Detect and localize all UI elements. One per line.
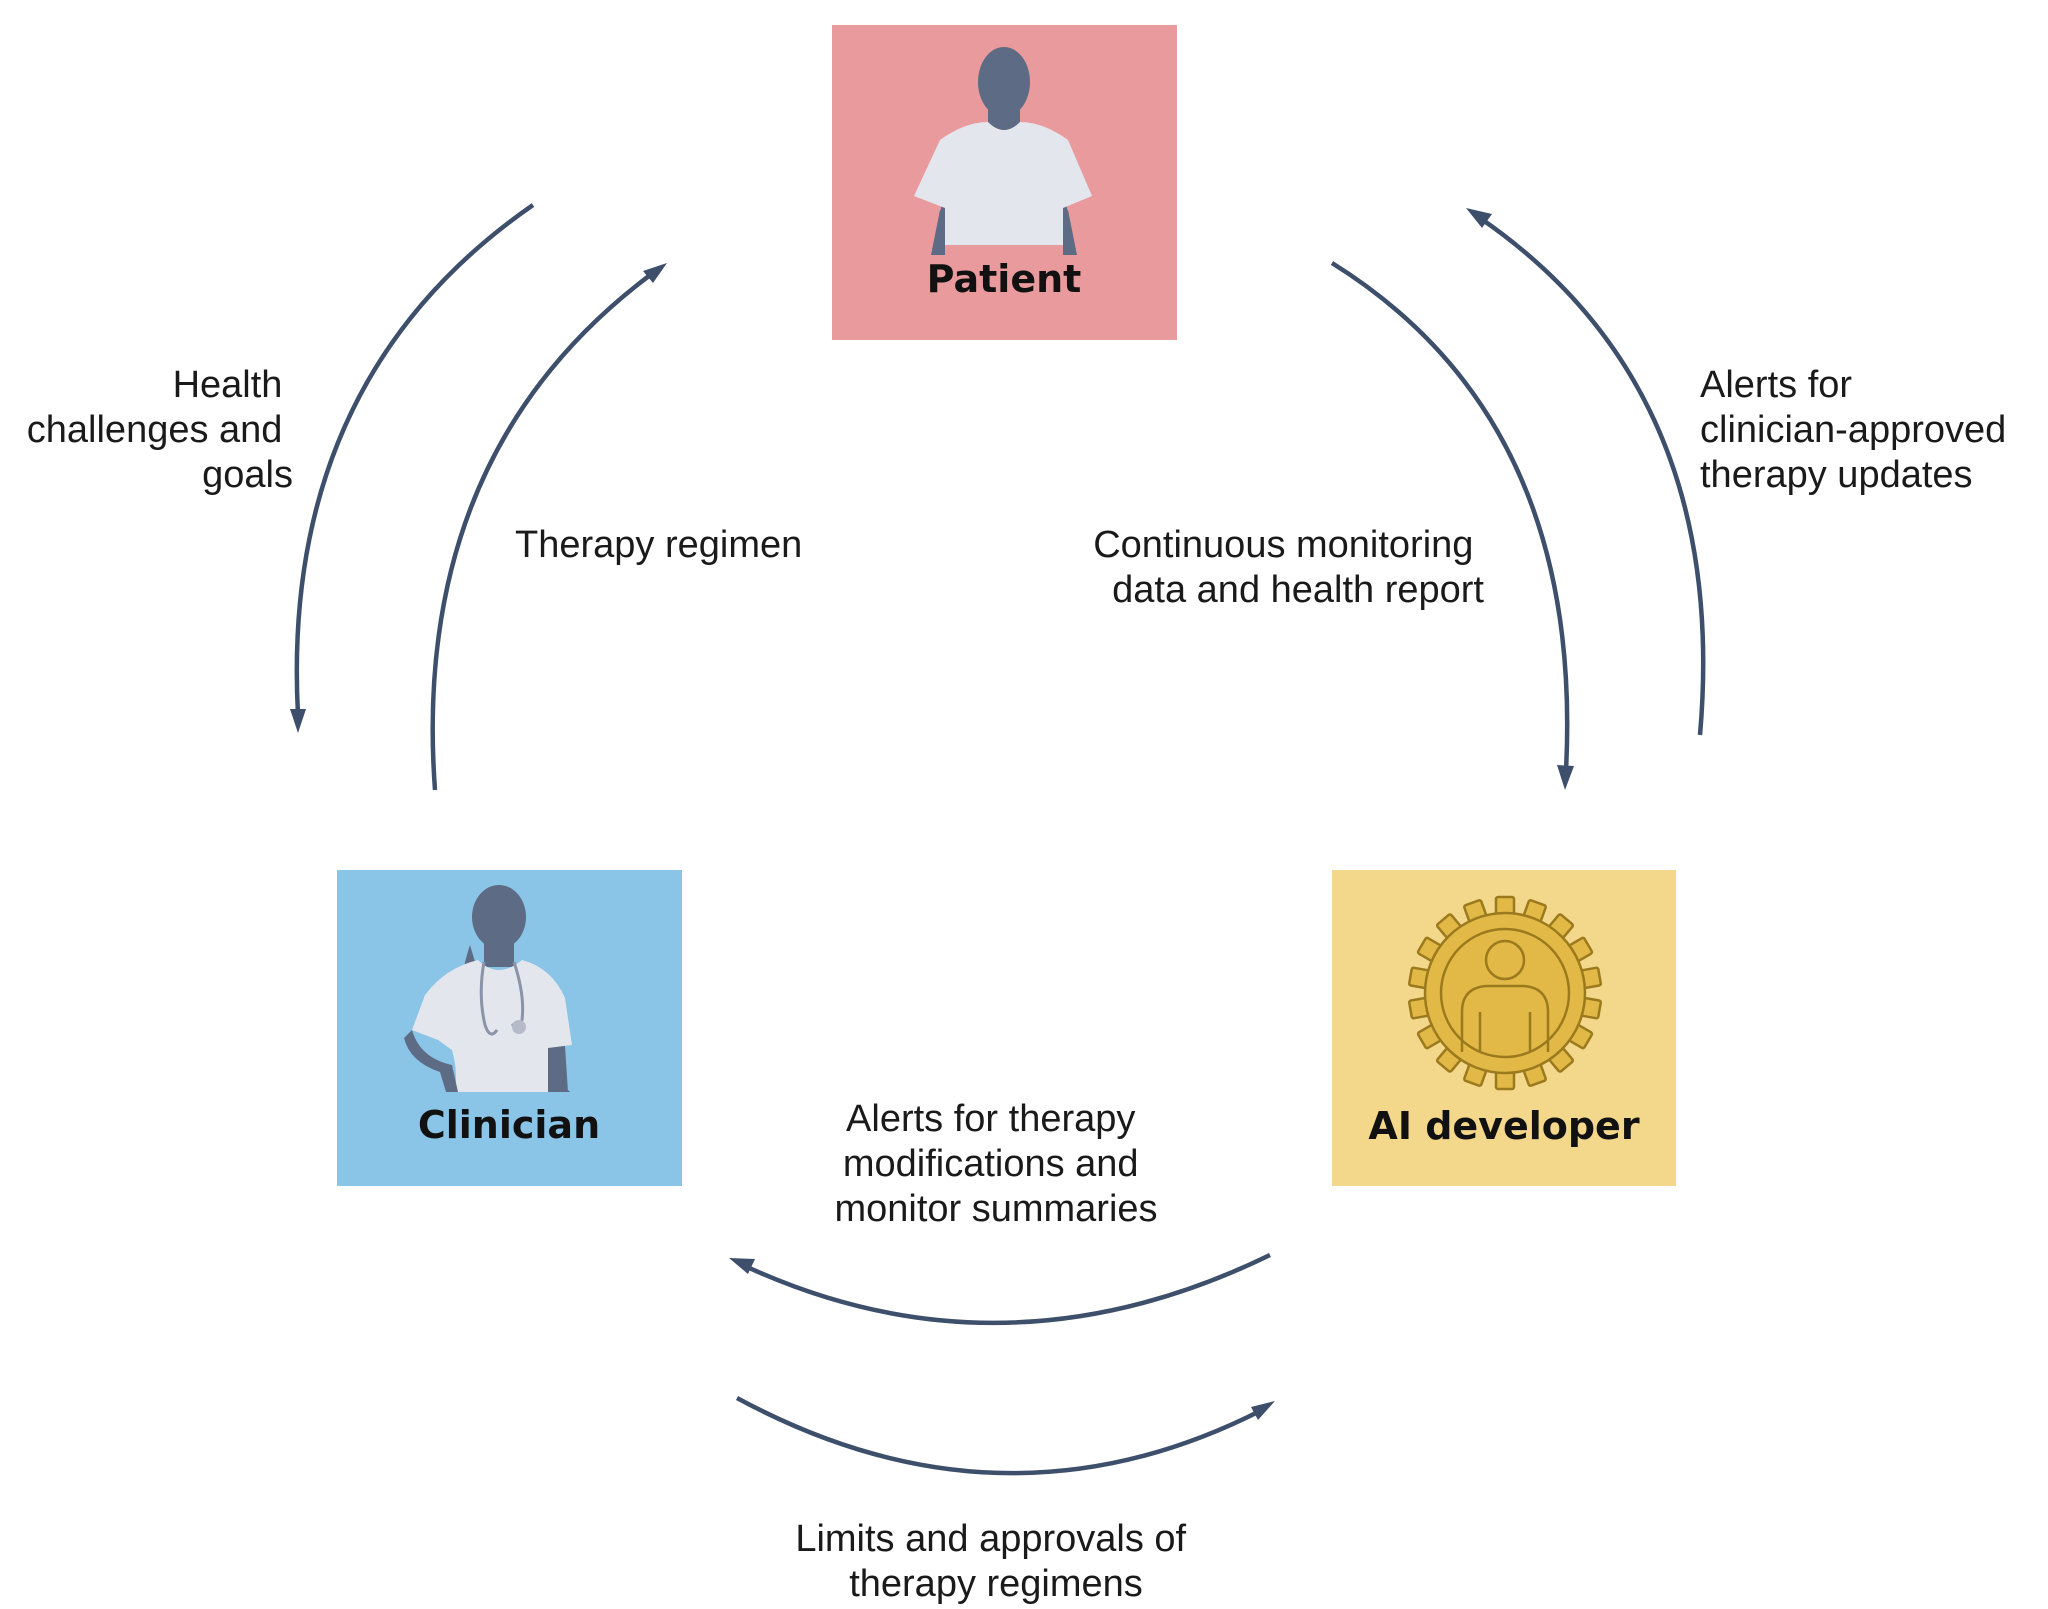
label-line: challenges and — [27, 409, 283, 451]
label-health-challenges-and-goals: Health challenges and goals — [27, 364, 293, 496]
label-therapy-regimen: Therapy regimen — [515, 524, 802, 566]
label-alerts-therapy-modifications: Alerts for therapy modifications and mon… — [834, 1098, 1157, 1230]
label-line: Limits and approvals of — [795, 1518, 1186, 1560]
arrow-clinician-to-ai-developer — [735, 1396, 1275, 1476]
label-line: data and health report — [1112, 569, 1484, 611]
label-line: Alerts for therapy — [846, 1098, 1135, 1140]
label-line: monitor summaries — [834, 1188, 1157, 1230]
label-limits-and-approvals: Limits and approvals of therapy regimens — [795, 1518, 1196, 1605]
label-line: Continuous monitoring — [1093, 524, 1473, 566]
arrow-ai-developer-to-patient — [1466, 208, 1706, 736]
arrow-clinician-to-patient — [430, 263, 667, 791]
label-continuous-monitoring: Continuous monitoring data and health re… — [1093, 524, 1484, 611]
clinician-figure-icon — [404, 885, 572, 1092]
label-line: modifications and — [843, 1143, 1139, 1185]
clinician-node: Clinician — [337, 870, 682, 1186]
label-line: Alerts for — [1700, 364, 1852, 406]
patient-node: Patient — [832, 25, 1177, 340]
arrow-ai-developer-to-clinician — [729, 1252, 1271, 1326]
label-line: clinician-approved — [1700, 409, 2006, 451]
label-line: goals — [202, 454, 293, 496]
ai-developer-label: AI developer — [1368, 1104, 1639, 1148]
arrow-patient-to-ai-developer — [1330, 261, 1574, 790]
arrow-patient-to-clinician — [290, 203, 535, 733]
gear-person-icon — [1407, 895, 1603, 1091]
label-line: therapy updates — [1700, 454, 1973, 496]
label-line: Therapy regimen — [515, 524, 802, 566]
label-alerts-clinician-approved: Alerts for clinician-approved therapy up… — [1700, 364, 2017, 496]
patient-figure-icon — [914, 47, 1092, 255]
label-line: therapy regimens — [849, 1563, 1143, 1605]
label-line: Health — [173, 364, 283, 406]
clinician-label: Clinician — [418, 1103, 600, 1147]
patient-label: Patient — [927, 257, 1082, 301]
ai-developer-node: AI developer — [1332, 870, 1676, 1186]
